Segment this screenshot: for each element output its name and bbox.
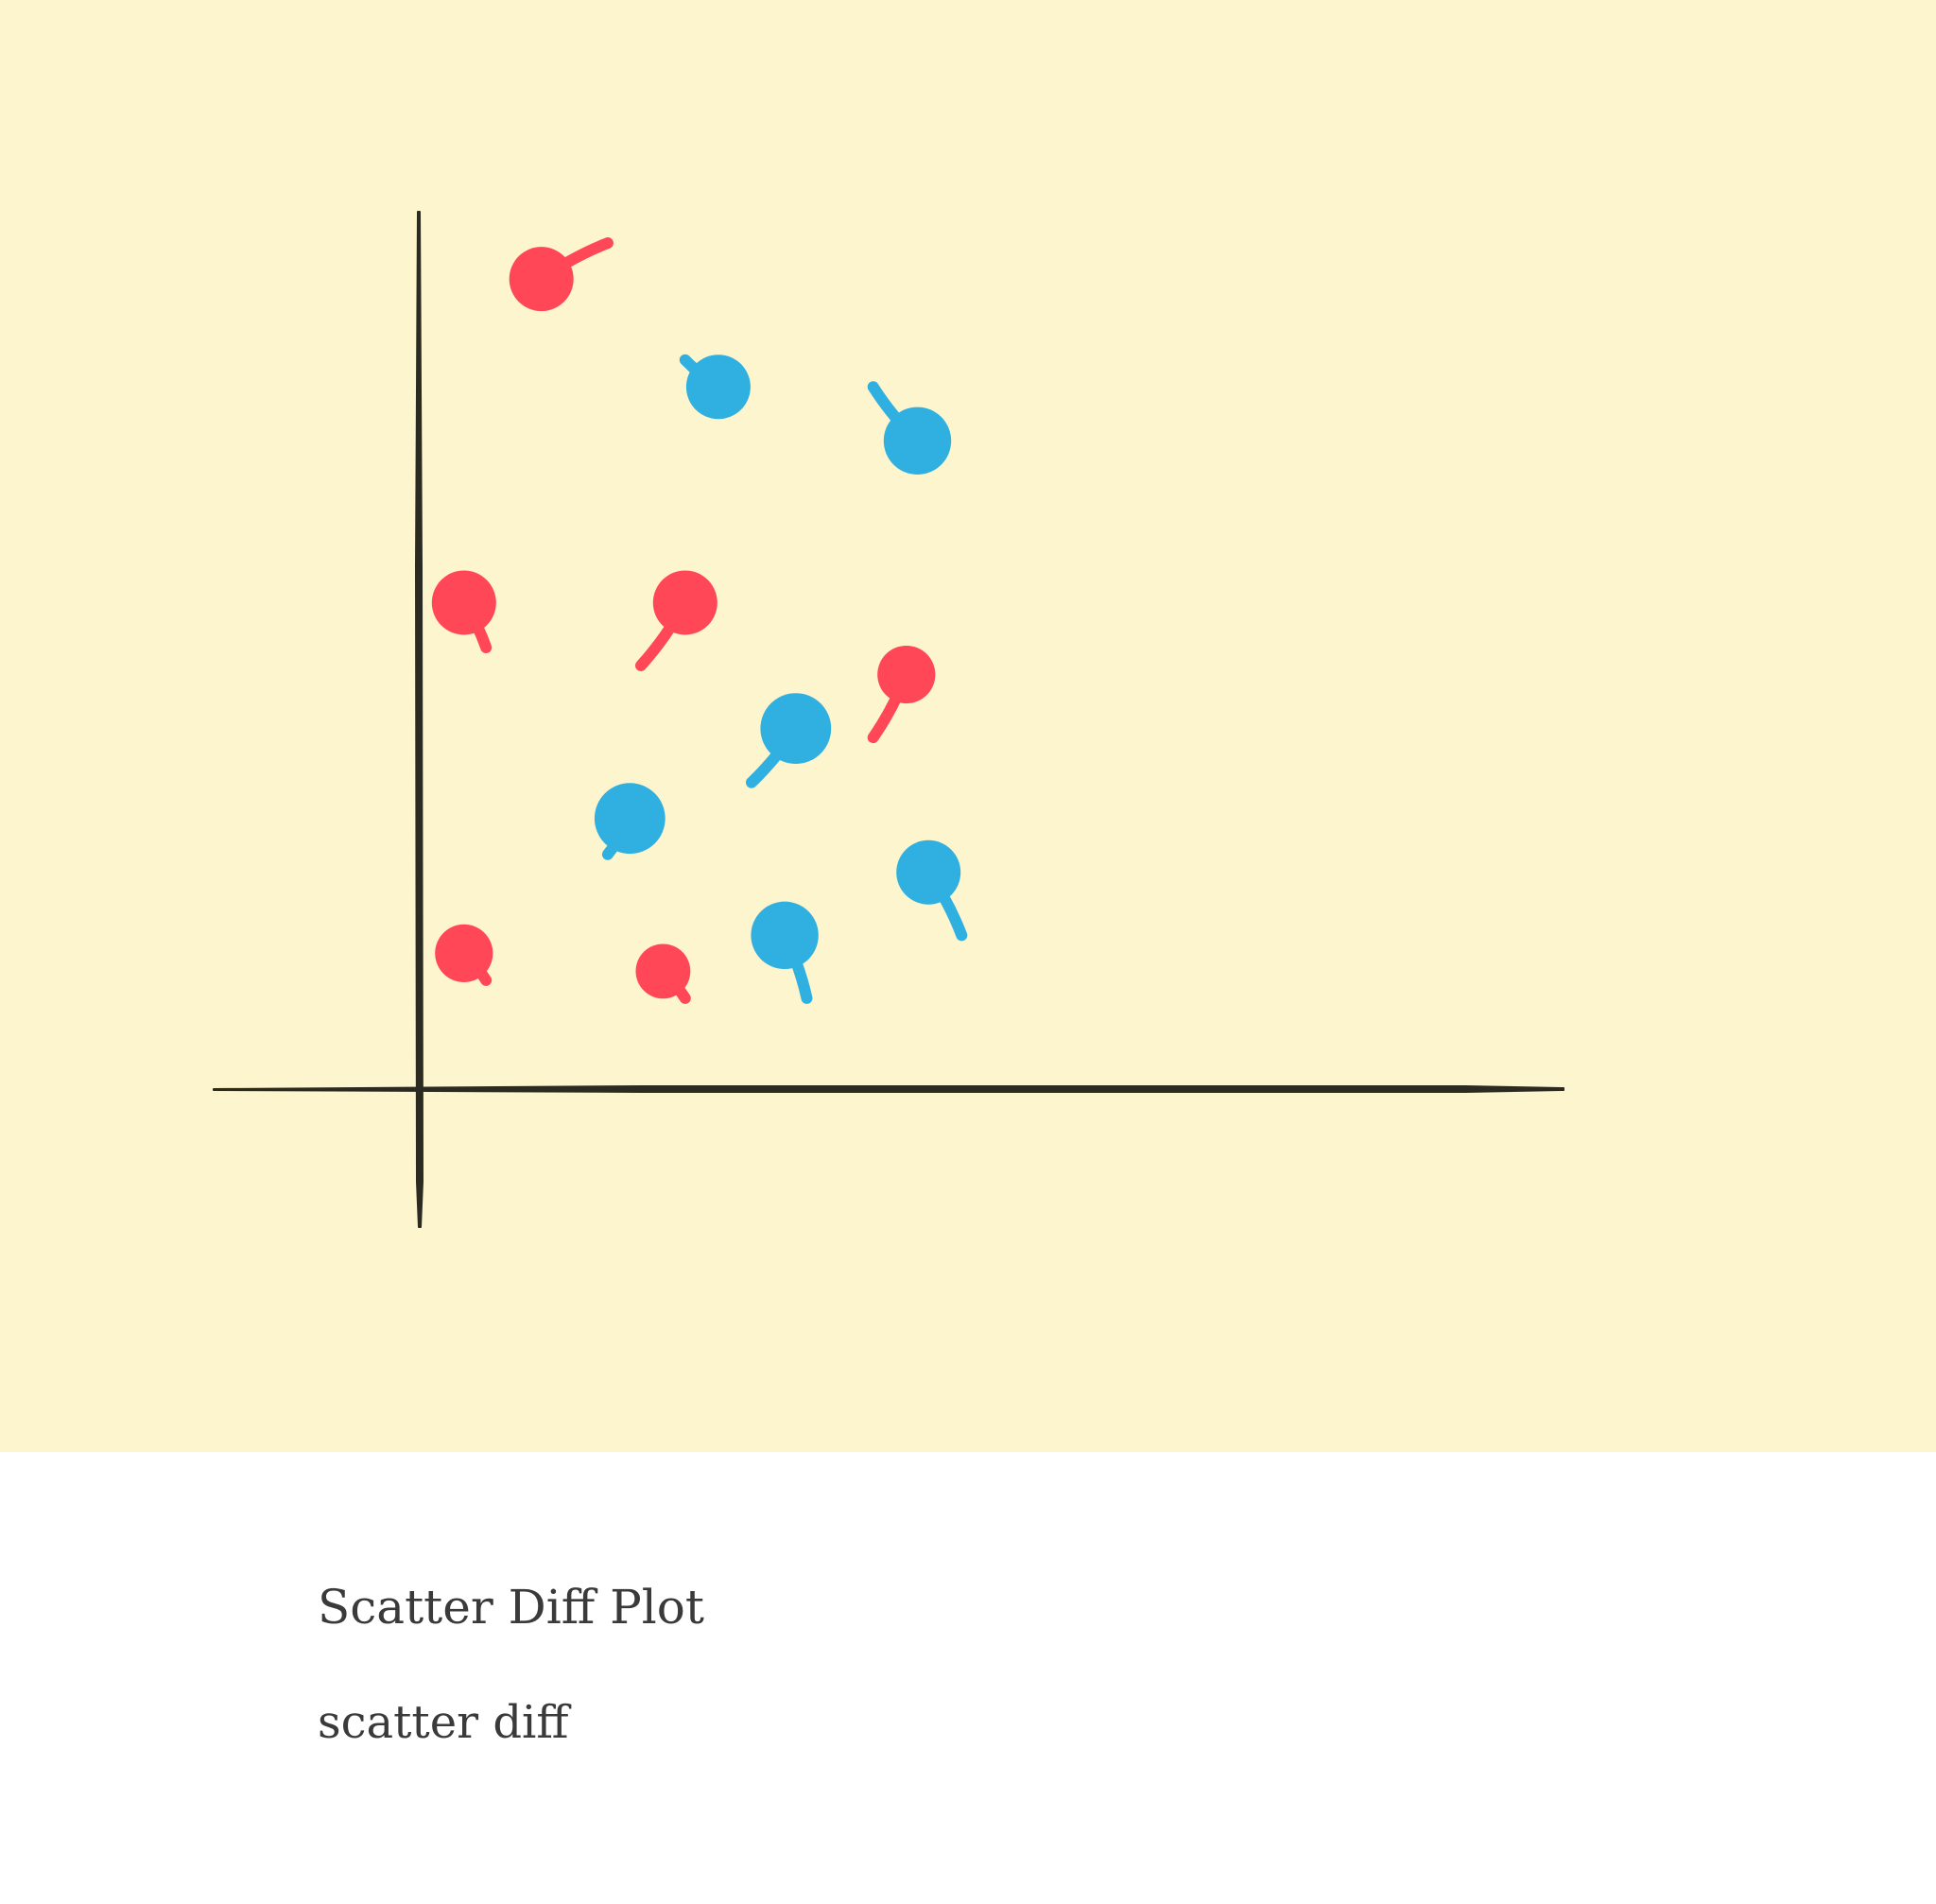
data-point: [435, 924, 493, 982]
axes: [213, 211, 1564, 1228]
data-point: [431, 570, 496, 635]
chart-title: Scatter Diff Plot: [318, 1580, 704, 1635]
chart-area: [0, 0, 1936, 1452]
series-1: [431, 237, 936, 1004]
chart-background: [0, 0, 1936, 1452]
y-axis-line: [415, 211, 424, 1228]
data-point: [594, 783, 666, 855]
data-point: [883, 407, 952, 475]
marks: [431, 237, 968, 1004]
data-point: [877, 645, 936, 704]
data-point: [751, 901, 819, 970]
data-point: [760, 693, 832, 764]
data-point: [509, 247, 574, 312]
data-point: [685, 355, 751, 420]
data-point: [652, 570, 717, 635]
x-axis-line: [213, 1085, 1564, 1093]
chart-subtitle: scatter diff: [318, 1696, 569, 1749]
data-point: [896, 839, 961, 905]
series-2: [594, 354, 968, 1004]
scatter-diff-chart: [0, 0, 1936, 1452]
caption: Scatter Diff Plot scatter diff: [318, 1579, 704, 1751]
data-point: [635, 943, 691, 999]
